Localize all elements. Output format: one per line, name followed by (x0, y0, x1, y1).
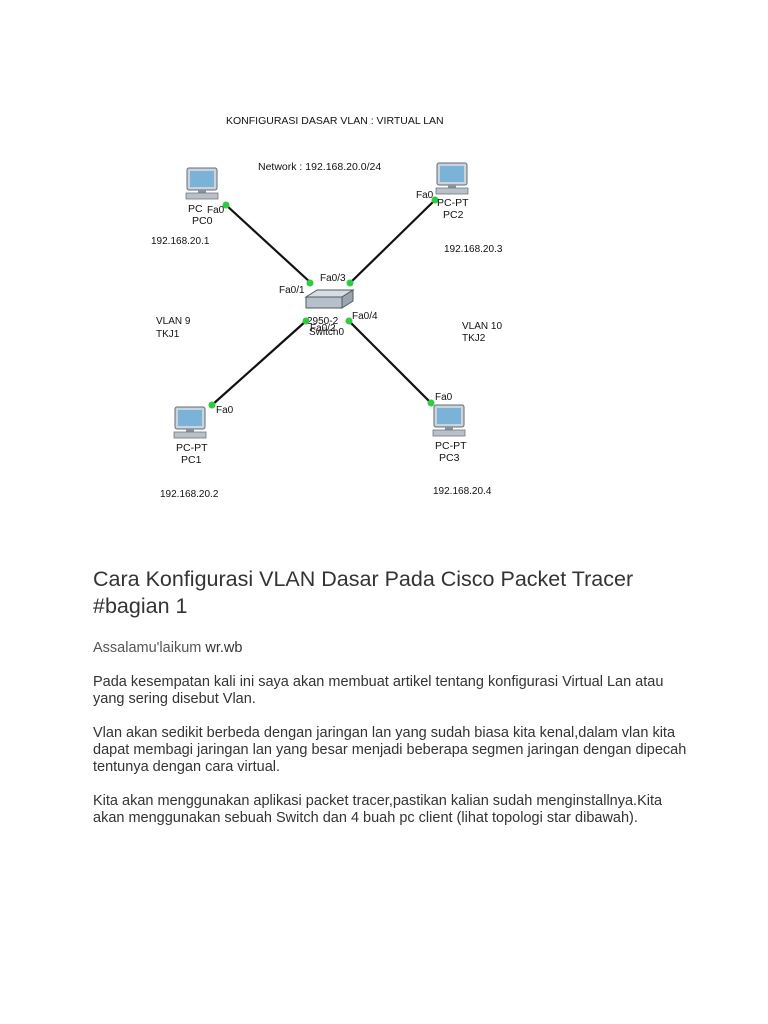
vlan-id-label: VLAN 10 (462, 321, 502, 332)
vlan-name-label: TKJ1 (156, 329, 180, 340)
computer-icon (432, 404, 466, 437)
switch-port-label: Fa0/4 (352, 311, 378, 322)
article-title: Cara Konfigurasi VLAN Dasar Pada Cisco P… (93, 567, 634, 618)
pc0-device[interactable] (185, 167, 219, 200)
pc3-ip-label: 192.168.20.4 (433, 486, 492, 497)
link-pc2-switch (349, 199, 436, 284)
pc1-device[interactable] (173, 406, 207, 439)
network-topology-diagram: KONFIGURASI DASAR VLAN : VIRTUAL LAN Net… (151, 115, 503, 500)
switch-icon[interactable] (304, 289, 355, 309)
pc1-name-label: PC1 (181, 454, 202, 466)
link-pc3-switch (348, 320, 432, 404)
pc3-type-label: PC-PT (435, 440, 467, 452)
switch-model-label: 2950-2 (307, 316, 339, 327)
switch-port-label: Fa0/2 (310, 323, 336, 334)
computer-icon (435, 162, 469, 195)
diagram-title: KONFIGURASI DASAR VLAN : VIRTUAL LAN (226, 115, 444, 127)
pc1-type-label: PC-PT (176, 442, 208, 454)
pc3-name-label: PC3 (439, 452, 460, 464)
pc3-device[interactable] (432, 404, 466, 437)
article-body: Cara Konfigurasi VLAN Dasar Pada Cisco P… (93, 566, 693, 844)
pc1-ip-label: 192.168.20.2 (160, 489, 219, 500)
pc2-name-label: PC2 (443, 209, 464, 221)
port-led (427, 399, 435, 407)
computer-icon (173, 406, 207, 439)
link-pc1-switch (211, 320, 307, 406)
port-led (222, 201, 230, 209)
pc1-port-label: Fa0 (216, 405, 234, 416)
pc0-type-label: PC (188, 203, 203, 215)
vlan-id-label: VLAN 9 (156, 316, 191, 327)
pc2-ip-label: 192.168.20.3 (444, 244, 503, 255)
port-led (306, 279, 314, 287)
vlan-name-label: TKJ2 (462, 333, 486, 344)
switch-name-label: Switch0 (309, 327, 344, 338)
network-address: Network : 192.168.20.0/24 (258, 161, 381, 173)
switch-port-label: Fa0/1 (279, 285, 305, 296)
pc0-name-label: PC0 (192, 215, 213, 227)
port-led (345, 317, 353, 325)
greeting-suffix: wr.wb (201, 640, 243, 656)
greeting-paragraph: Assalamu'laikum wr.wb (93, 640, 693, 657)
switch-port-label: Fa0/3 (320, 273, 346, 284)
port-led (208, 401, 216, 409)
article-paragraph: Kita akan menggunakan aplikasi packet tr… (93, 793, 663, 826)
article-paragraph: Vlan akan sedikit berbeda dengan jaringa… (93, 725, 687, 775)
pc0-ip-label: 192.168.20.1 (151, 236, 210, 247)
port-led (346, 279, 354, 287)
pc2-device[interactable] (435, 162, 469, 195)
pc0-port-label: Fa0 (207, 205, 225, 216)
link-pc0-switch (225, 204, 312, 284)
computer-icon (185, 167, 219, 200)
port-led (431, 196, 439, 204)
pc2-type-label: PC-PT (437, 197, 469, 209)
pc3-port-label: Fa0 (435, 392, 453, 403)
article-paragraph: Pada kesempatan kali ini saya akan membu… (93, 674, 664, 707)
port-led (302, 317, 310, 325)
pc2-port-label: Fa0 (416, 190, 434, 201)
greeting-text: Assalamu'laikum (93, 640, 202, 656)
